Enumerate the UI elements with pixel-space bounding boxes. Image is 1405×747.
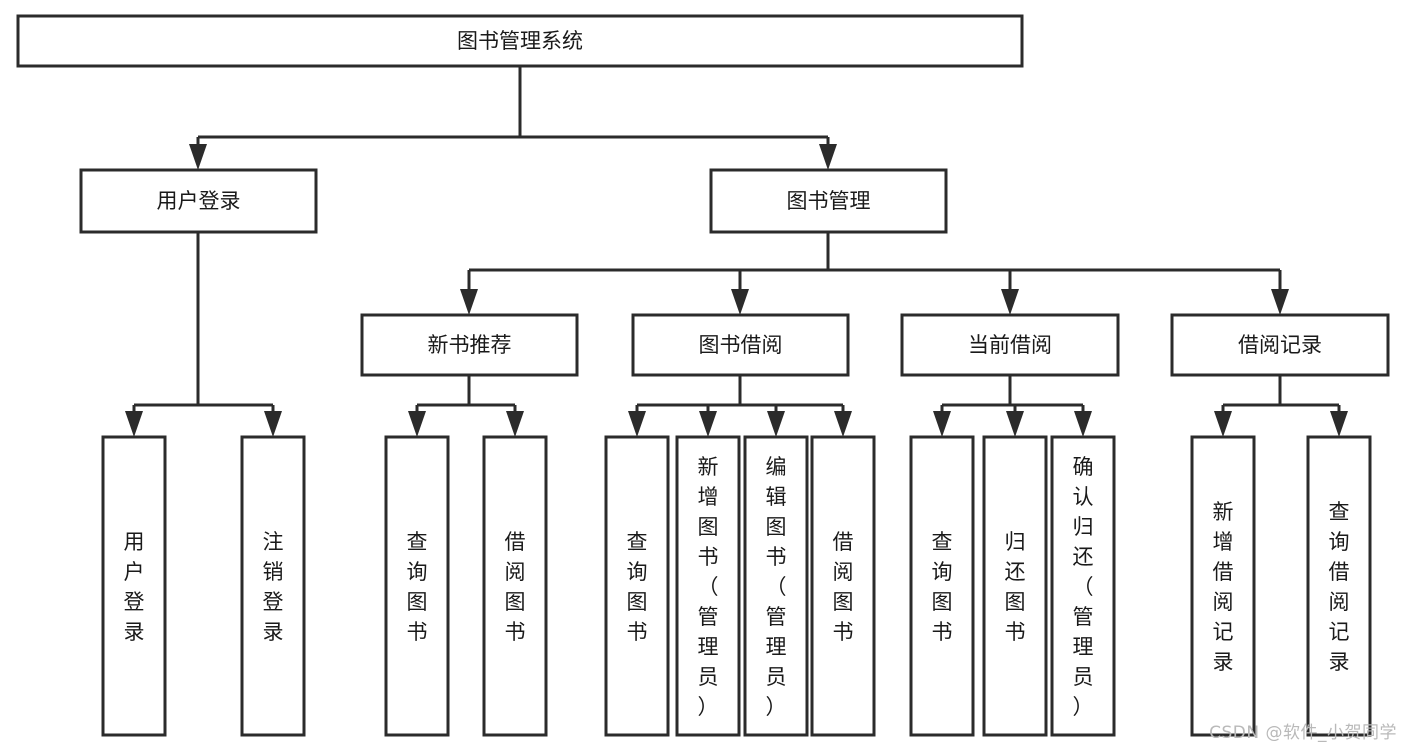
nodes-layer: 图书管理系统用户登录图书管理新书推荐图书借阅当前借阅借阅记录用户登录注销登录查询… (16, 14, 1390, 737)
node-leaf-edit-book[interactable]: 编辑图书（管理员） (743, 435, 809, 737)
node-leaf-return-book-box[interactable] (982, 435, 1048, 737)
node-leaf-query-book-3-label: 查询图书 (932, 530, 953, 644)
connector-new-book-recommend-to-leaves (408, 375, 524, 437)
node-leaf-query-borrow-record-label: 查询借阅记录 (1329, 500, 1350, 674)
node-current-borrow-box[interactable] (900, 313, 1120, 377)
node-current-borrow[interactable]: 当前借阅 (900, 313, 1120, 377)
node-leaf-user-login[interactable]: 用户登录 (101, 435, 167, 737)
connections-layer (125, 66, 1348, 437)
node-book-borrow-label: 图书借阅 (699, 333, 783, 357)
node-leaf-query-book-3[interactable]: 查询图书 (909, 435, 975, 737)
node-leaf-add-borrow-record[interactable]: 新增借阅记录 (1190, 435, 1256, 737)
connector-root-to-level2 (189, 66, 837, 170)
node-leaf-edit-book-label: 编辑图书（管理员） (766, 455, 787, 719)
node-borrow-record-label: 借阅记录 (1238, 333, 1322, 357)
node-root-box[interactable] (16, 14, 1024, 68)
node-leaf-query-book-2[interactable]: 查询图书 (604, 435, 670, 737)
node-leaf-query-borrow-record[interactable]: 查询借阅记录 (1306, 435, 1372, 737)
node-leaf-user-logout[interactable]: 注销登录 (240, 435, 306, 737)
node-leaf-add-book-box[interactable] (675, 435, 741, 737)
node-leaf-user-logout-label: 注销登录 (263, 530, 284, 644)
node-leaf-borrow-book-2-box[interactable] (810, 435, 876, 737)
node-leaf-edit-book-box[interactable] (743, 435, 809, 737)
node-leaf-add-borrow-record-box[interactable] (1190, 435, 1256, 737)
node-book-borrow[interactable]: 图书借阅 (631, 313, 850, 377)
node-borrow-record[interactable]: 借阅记录 (1170, 313, 1390, 377)
node-book-management-label: 图书管理 (787, 189, 871, 213)
node-leaf-add-book[interactable]: 新增图书（管理员） (675, 435, 741, 737)
node-leaf-query-book-2-label: 查询图书 (627, 530, 648, 644)
node-new-book-recommend-label: 新书推荐 (428, 333, 512, 357)
node-leaf-borrow-book-2[interactable]: 借阅图书 (810, 435, 876, 737)
node-leaf-add-book-label: 新增图书（管理员） (698, 455, 719, 719)
node-leaf-borrow-book-1-box[interactable] (482, 435, 548, 737)
node-borrow-record-box[interactable] (1170, 313, 1390, 377)
node-root-label: 图书管理系统 (457, 29, 583, 53)
node-leaf-borrow-book-2-label: 借阅图书 (833, 530, 854, 644)
node-leaf-user-login-label: 用户登录 (124, 530, 145, 644)
connector-borrow-record-to-leaves (1214, 375, 1348, 437)
node-leaf-confirm-return-label: 确认归还（管理员） (1073, 455, 1094, 719)
node-leaf-query-book-1-box[interactable] (384, 435, 450, 737)
node-book-management[interactable]: 图书管理 (709, 168, 948, 234)
node-leaf-confirm-return-box[interactable] (1050, 435, 1116, 737)
node-leaf-query-book-2-box[interactable] (604, 435, 670, 737)
node-current-borrow-label: 当前借阅 (968, 333, 1052, 357)
node-leaf-borrow-book-1-label: 借阅图书 (505, 530, 526, 644)
connector-book-borrow-to-leaves (628, 375, 852, 437)
node-leaf-borrow-book-1[interactable]: 借阅图书 (482, 435, 548, 737)
node-leaf-return-book-label: 归还图书 (1005, 530, 1026, 644)
node-leaf-confirm-return[interactable]: 确认归还（管理员） (1050, 435, 1116, 737)
node-root[interactable]: 图书管理系统 (16, 14, 1024, 68)
node-leaf-user-logout-box[interactable] (240, 435, 306, 737)
node-user-login-label: 用户登录 (157, 189, 241, 213)
connector-user-login-to-leaves (125, 232, 282, 437)
node-leaf-query-book-1-label: 查询图书 (407, 530, 428, 644)
node-book-management-box[interactable] (709, 168, 948, 234)
node-leaf-add-borrow-record-label: 新增借阅记录 (1213, 500, 1234, 674)
node-new-book-recommend[interactable]: 新书推荐 (360, 313, 579, 377)
node-leaf-query-book-1[interactable]: 查询图书 (384, 435, 450, 737)
node-leaf-user-login-box[interactable] (101, 435, 167, 737)
node-new-book-recommend-box[interactable] (360, 313, 579, 377)
connector-current-borrow-to-leaves (933, 375, 1092, 437)
node-leaf-query-book-3-box[interactable] (909, 435, 975, 737)
watermark-text: CSDN @软件_小贺同学 (1209, 723, 1397, 743)
connector-book-management-to-level3 (460, 232, 1289, 315)
node-leaf-query-borrow-record-box[interactable] (1306, 435, 1372, 737)
node-user-login-box[interactable] (79, 168, 318, 234)
node-user-login[interactable]: 用户登录 (79, 168, 318, 234)
node-book-borrow-box[interactable] (631, 313, 850, 377)
node-leaf-return-book[interactable]: 归还图书 (982, 435, 1048, 737)
